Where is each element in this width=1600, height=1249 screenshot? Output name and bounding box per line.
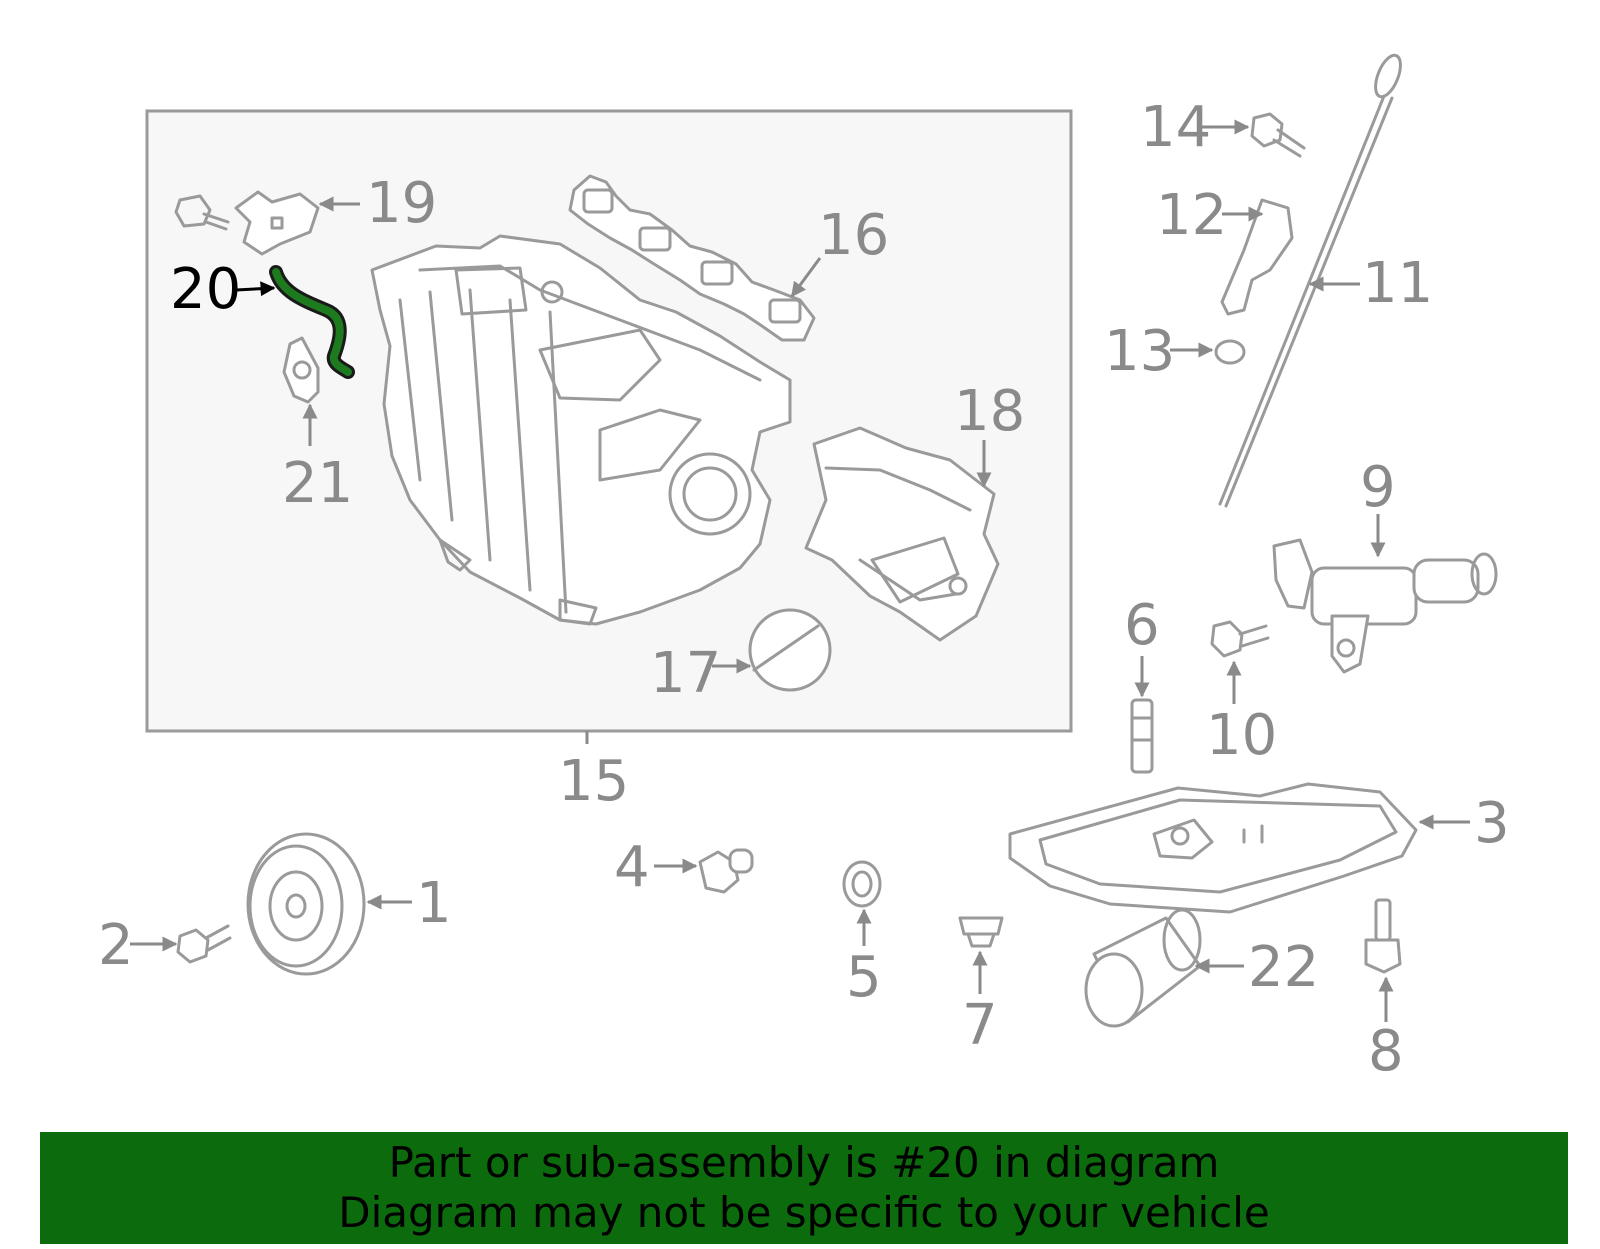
callout-21: 21	[282, 451, 353, 516]
part-8-stud[interactable]	[1364, 898, 1402, 974]
part-17-cap[interactable]	[748, 608, 832, 692]
part-12-guide[interactable]	[1220, 198, 1294, 316]
callout-17: 17	[650, 641, 721, 706]
callout-15: 15	[558, 749, 629, 814]
part-18-cover[interactable]	[804, 426, 1000, 642]
part-7-plug[interactable]	[958, 916, 1004, 948]
callout-3: 3	[1474, 791, 1510, 856]
callout-19: 19	[366, 171, 437, 236]
callout-7: 7	[962, 993, 998, 1058]
banner-line-disclaimer: Diagram may not be specific to your vehi…	[338, 1188, 1270, 1237]
part-22-oil-filter[interactable]	[1084, 908, 1202, 1028]
part-19-bracket[interactable]	[174, 190, 320, 256]
part-14-bolt[interactable]	[1250, 112, 1306, 158]
part-6-stud[interactable]	[1130, 698, 1154, 774]
callout-22: 22	[1248, 935, 1319, 1000]
part-16-manifold-gasket[interactable]	[568, 174, 816, 342]
callout-9: 9	[1360, 455, 1396, 520]
callout-2: 2	[98, 913, 134, 978]
callout-20-highlighted: 20	[170, 257, 241, 322]
callout-4: 4	[614, 835, 650, 900]
part-2-bolt[interactable]	[176, 924, 232, 964]
callout-18: 18	[954, 379, 1025, 444]
callout-1: 1	[416, 871, 452, 936]
callout-13: 13	[1104, 319, 1175, 384]
banner-line-part-number: Part or sub-assembly is #20 in diagram	[388, 1138, 1220, 1187]
callout-8: 8	[1368, 1019, 1404, 1084]
info-banner: Part or sub-assembly is #20 in diagram D…	[40, 1132, 1568, 1244]
part-13-o-ring[interactable]	[1214, 339, 1246, 365]
part-4-sensor[interactable]	[698, 848, 754, 894]
callout-11: 11	[1362, 251, 1433, 316]
callout-12: 12	[1156, 183, 1227, 248]
part-21-gasket[interactable]	[282, 336, 320, 404]
callout-16: 16	[818, 203, 889, 268]
part-9-solenoid[interactable]	[1272, 538, 1498, 674]
callout-10: 10	[1206, 703, 1277, 768]
part-5-washer[interactable]	[842, 860, 882, 908]
callout-14: 14	[1140, 95, 1211, 160]
callout-6: 6	[1124, 593, 1160, 658]
part-10-bolt[interactable]	[1210, 620, 1270, 658]
part-15-intake-manifold[interactable]	[370, 234, 792, 626]
callout-5: 5	[846, 945, 882, 1010]
part-3-oil-pan[interactable]	[1008, 782, 1418, 914]
part-11-dipstick[interactable]	[1218, 52, 1406, 508]
part-1-pulley[interactable]	[246, 832, 366, 976]
